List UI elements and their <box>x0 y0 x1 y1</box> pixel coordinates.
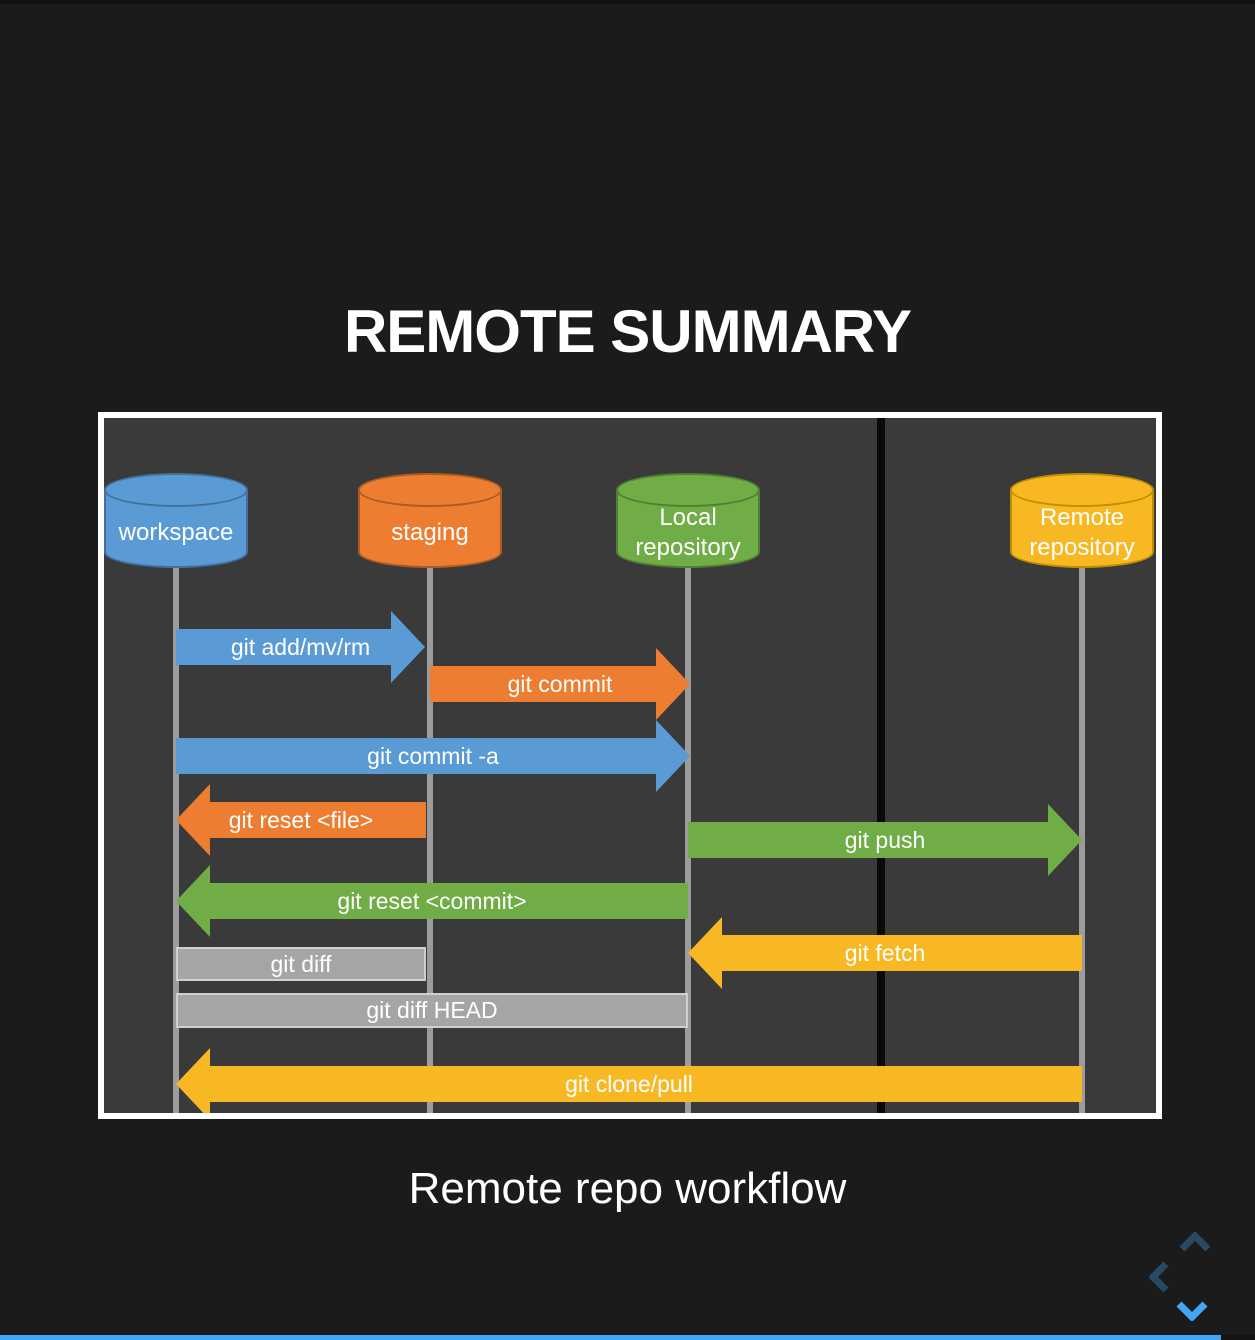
node-label: Remote repository <box>1029 503 1135 561</box>
arrowhead-left <box>176 784 210 856</box>
presentation-progress-track[interactable] <box>0 1335 1255 1340</box>
navigate-down-icon[interactable] <box>1176 1300 1208 1321</box>
arrow-label: git commit <box>507 670 613 697</box>
cylinder-cap <box>104 473 248 507</box>
node-label: workspace <box>118 518 234 546</box>
arrowhead-left <box>176 1048 210 1113</box>
arrow-git-reset-file: git reset <file> <box>176 784 426 856</box>
arrow-git-push: git push <box>688 804 1082 876</box>
arrow-label: git commit -a <box>367 742 499 769</box>
bar-git-diff-head: git diff HEAD <box>176 993 688 1028</box>
workspace-cylinder: workspace <box>104 473 248 568</box>
arrow-label: git clone/pull <box>565 1070 693 1097</box>
arrowhead-left <box>688 917 722 989</box>
local-remote-divider <box>877 418 885 1113</box>
arrow-label: git reset <file> <box>228 806 374 833</box>
arrowhead-left <box>176 865 210 937</box>
window-top-edge <box>0 0 1255 4</box>
arrow-label: git add/mv/rm <box>230 633 371 660</box>
cylinder-cap <box>358 473 502 507</box>
navigate-up-icon[interactable] <box>1179 1232 1211 1253</box>
arrow-git-reset-commit: git reset <commit> <box>176 865 688 937</box>
staging-cylinder: staging <box>358 473 502 568</box>
cylinder-body <box>358 490 502 568</box>
arrow-label: git push <box>844 826 926 853</box>
progress-fill <box>0 1335 1222 1340</box>
slide-title: REMOTE SUMMARY <box>343 298 912 366</box>
arrow-git-commit-a: git commit -a <box>176 720 690 792</box>
arrowhead-right <box>391 611 425 683</box>
arrow-label: git reset <commit> <box>337 887 527 914</box>
remote-repo-lifeline <box>1079 563 1085 1113</box>
arrow-git-fetch: git fetch <box>688 917 1082 989</box>
node-label: staging <box>391 518 469 546</box>
arrow-label: git fetch <box>844 939 926 966</box>
bar-git-diff: git diff <box>176 947 426 981</box>
navigate-left-icon[interactable] <box>1149 1261 1170 1293</box>
slide-caption: Remote repo workflow <box>408 1164 847 1213</box>
bar-label: git diff HEAD <box>366 997 498 1023</box>
local-repository-cylinder: Local repository <box>616 473 760 568</box>
node-label: Local repository <box>635 503 741 561</box>
arrowhead-right <box>656 648 690 720</box>
git-workflow-diagram: workspace staging Local repository Remot… <box>98 412 1162 1119</box>
arrowhead-right <box>1048 804 1082 876</box>
arrowhead-right <box>656 720 690 792</box>
arrow-git-add-mv-rm: git add/mv/rm <box>176 611 425 683</box>
staging-lifeline <box>427 563 433 1113</box>
cylinder-cap <box>1010 473 1154 507</box>
bar-label: git diff <box>270 950 332 977</box>
cylinder-cap <box>616 473 760 507</box>
arrow-git-clone-pull: git clone/pull <box>176 1048 1082 1113</box>
arrow-git-commit: git commit <box>430 648 690 720</box>
remote-repository-cylinder: Remote repository <box>1010 473 1154 568</box>
